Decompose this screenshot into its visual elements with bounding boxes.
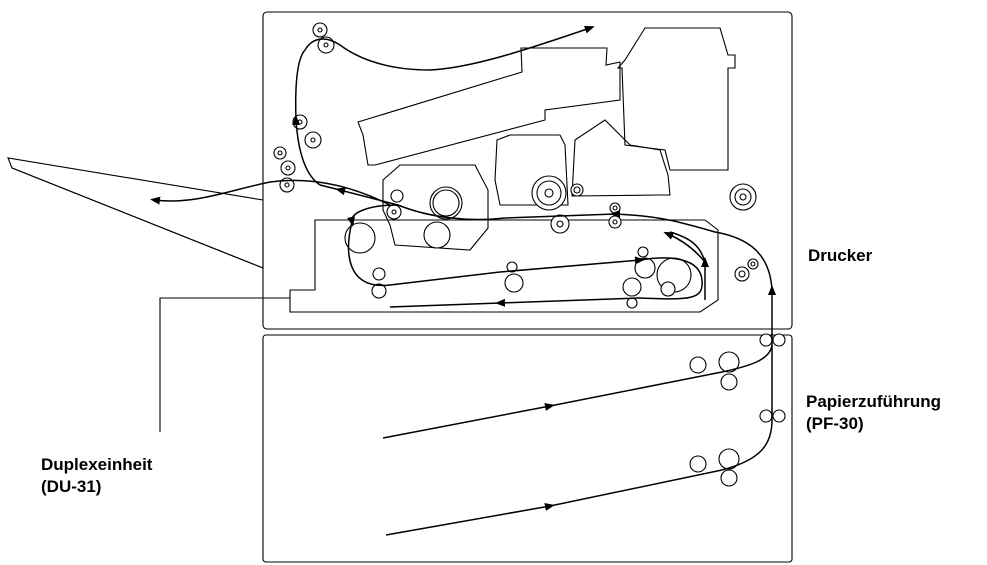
drum-cartridge [571, 119, 671, 197]
fuser-unit [382, 164, 489, 251]
toner-container [616, 27, 736, 171]
paper-paths [150, 25, 776, 536]
printer-rollers [273, 22, 759, 282]
printer-label: Drucker [808, 246, 873, 265]
duplex-unit-model-label: (DU-31) [41, 477, 102, 496]
feeder-rollers [689, 333, 786, 487]
paper-feeder-model-label: (PF-30) [806, 414, 864, 433]
output-tray [7, 157, 264, 269]
duplex-unit-label: Duplexeinheit [41, 455, 153, 474]
paper-feeder-housing [262, 334, 793, 563]
duplex-unit-outline [289, 219, 719, 313]
duplex-rollers [344, 222, 692, 309]
printer-housing [262, 11, 793, 330]
duplex-leader-line [159, 297, 290, 432]
developer-unit [494, 134, 569, 206]
laser-scanner-unit [357, 47, 621, 166]
paper-feeder-label: Papierzuführung [806, 392, 942, 411]
